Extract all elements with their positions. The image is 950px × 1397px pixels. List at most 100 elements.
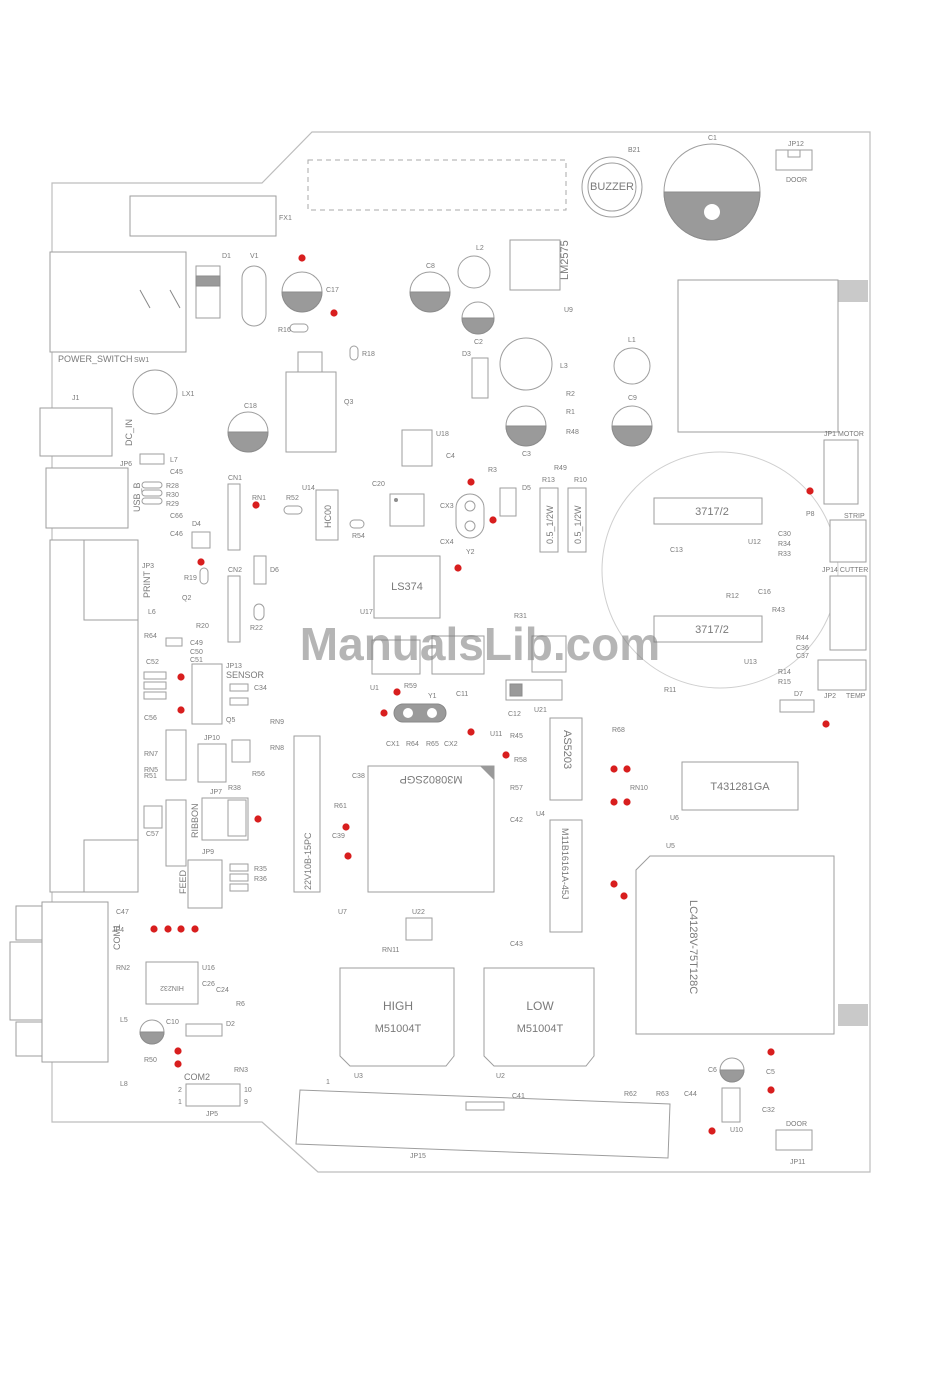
red-marker-dot bbox=[610, 880, 618, 888]
r3-label: R3 bbox=[488, 467, 497, 474]
dc-in-label: DC_IN bbox=[124, 419, 134, 446]
as5203-label: AS5203 bbox=[561, 730, 573, 769]
r54-part bbox=[349, 519, 365, 529]
red-marker-dot bbox=[393, 688, 401, 696]
red-marker-dot bbox=[344, 852, 352, 860]
jp14-cutter-label: JP14 CUTTER bbox=[822, 567, 868, 574]
hin232-label: HIN232 bbox=[160, 984, 184, 991]
r65-label: R65 bbox=[426, 741, 439, 748]
strip-connector bbox=[829, 519, 867, 563]
cn2 bbox=[227, 575, 241, 643]
u5-cpld-chip bbox=[635, 855, 835, 1035]
rc-c bbox=[143, 691, 167, 700]
jp15-label: JP15 bbox=[410, 1153, 426, 1160]
d5-label: D5 bbox=[522, 485, 531, 492]
r48-label: R48 bbox=[566, 429, 579, 436]
y2-pad-a bbox=[464, 500, 476, 512]
c17-label: C17 bbox=[326, 287, 339, 294]
c6-label: C6 bbox=[708, 1067, 717, 1074]
jp12-label: JP12 bbox=[788, 141, 804, 148]
c38-label: C38 bbox=[352, 773, 365, 780]
u22-chip bbox=[531, 635, 567, 673]
sram-highlight-circle bbox=[601, 451, 839, 689]
v1-varistor bbox=[241, 265, 267, 327]
q6-part bbox=[231, 739, 251, 763]
r36-part bbox=[229, 873, 249, 882]
u14-label: U14 bbox=[302, 485, 315, 492]
d6-diode bbox=[253, 555, 267, 585]
l1-inductor bbox=[613, 347, 651, 385]
d4-label: D4 bbox=[192, 521, 201, 528]
rc-b bbox=[143, 681, 167, 690]
res-b-label: 0.5_1/2W bbox=[573, 505, 583, 544]
red-marker-dot bbox=[489, 516, 497, 524]
q3-label: Q3 bbox=[344, 399, 353, 406]
jp2-label: JP2 bbox=[824, 693, 836, 700]
c2-fill bbox=[461, 317, 495, 335]
power-switch-label: POWER_SWITCH bbox=[58, 354, 133, 364]
com1-label: COM1 bbox=[112, 924, 122, 950]
rn10-label: RN10 bbox=[630, 785, 648, 792]
top-dashed-outline bbox=[307, 159, 567, 211]
jp11-door-connector bbox=[775, 1129, 813, 1151]
c57-label: C57 bbox=[146, 831, 159, 838]
c12-label: C12 bbox=[508, 711, 521, 718]
dc-in-jack bbox=[39, 407, 113, 457]
c4-label: C4 bbox=[446, 453, 455, 460]
r38-label: R38 bbox=[228, 785, 241, 792]
u2-low-chip bbox=[483, 967, 595, 1067]
r64-label: R64 bbox=[406, 741, 419, 748]
cn1-label: CN1 bbox=[228, 475, 242, 482]
cn2-label: CN2 bbox=[228, 567, 242, 574]
u10-part bbox=[721, 1087, 741, 1123]
r19-part bbox=[199, 567, 209, 585]
usb-connector bbox=[45, 467, 129, 529]
u22b-chip bbox=[405, 917, 433, 941]
jp11-label: JP11 bbox=[790, 1159, 806, 1166]
red-marker-dot bbox=[197, 558, 205, 566]
lx1-label: LX1 bbox=[182, 391, 195, 398]
lm2575-label: LM2575 bbox=[559, 240, 571, 280]
b21-label: B21 bbox=[628, 147, 641, 154]
u6-label: U6 bbox=[670, 815, 679, 822]
red-marker-dot bbox=[191, 925, 199, 933]
ribbon-label: RIBBON bbox=[190, 803, 200, 838]
c11-label: C11 bbox=[456, 691, 468, 698]
ribbon-relay bbox=[227, 799, 247, 837]
r30-part bbox=[141, 489, 163, 497]
mcu-pin1-mark bbox=[480, 766, 494, 780]
u13-label: U13 bbox=[744, 659, 757, 666]
r58-label: R58 bbox=[514, 757, 527, 764]
y1-pad-b bbox=[427, 708, 437, 718]
board-notch-bottom bbox=[838, 1004, 868, 1026]
r43-label: R43 bbox=[772, 607, 785, 614]
r63-label: R63 bbox=[656, 1091, 669, 1098]
l2-inductor bbox=[457, 255, 491, 289]
r35-label: R35 bbox=[254, 866, 267, 873]
jp12-pin bbox=[787, 149, 801, 158]
print-connector-latch-b bbox=[83, 839, 139, 893]
u21-pad bbox=[509, 683, 523, 697]
red-marker-dot bbox=[708, 1127, 716, 1135]
c42-label: C42 bbox=[510, 817, 523, 824]
fx1-label: FX1 bbox=[279, 215, 292, 222]
red-marker-dot bbox=[623, 798, 631, 806]
r50-label: R50 bbox=[144, 1057, 157, 1064]
c5-label: C5 bbox=[766, 1069, 775, 1076]
l2-label: L2 bbox=[476, 245, 484, 252]
com1-shell bbox=[9, 941, 43, 1021]
l5-label: L5 bbox=[120, 1017, 128, 1024]
r15-label: R15 bbox=[778, 679, 791, 686]
c9-fill bbox=[611, 425, 653, 447]
cx3-label: CX3 bbox=[440, 503, 454, 510]
jp13-label: JP13 bbox=[226, 663, 242, 670]
red-marker-dot bbox=[502, 751, 510, 759]
cx2-label: CX2 bbox=[444, 741, 458, 748]
rn8-label: RN8 bbox=[270, 745, 284, 752]
cn1 bbox=[227, 483, 241, 551]
u1-chip bbox=[371, 639, 421, 675]
cx1-label: CX1 bbox=[386, 741, 400, 748]
sram-lower-label: 3717/2 bbox=[695, 624, 729, 636]
red-marker-dot bbox=[767, 1048, 775, 1056]
y1-crystal bbox=[393, 703, 447, 723]
